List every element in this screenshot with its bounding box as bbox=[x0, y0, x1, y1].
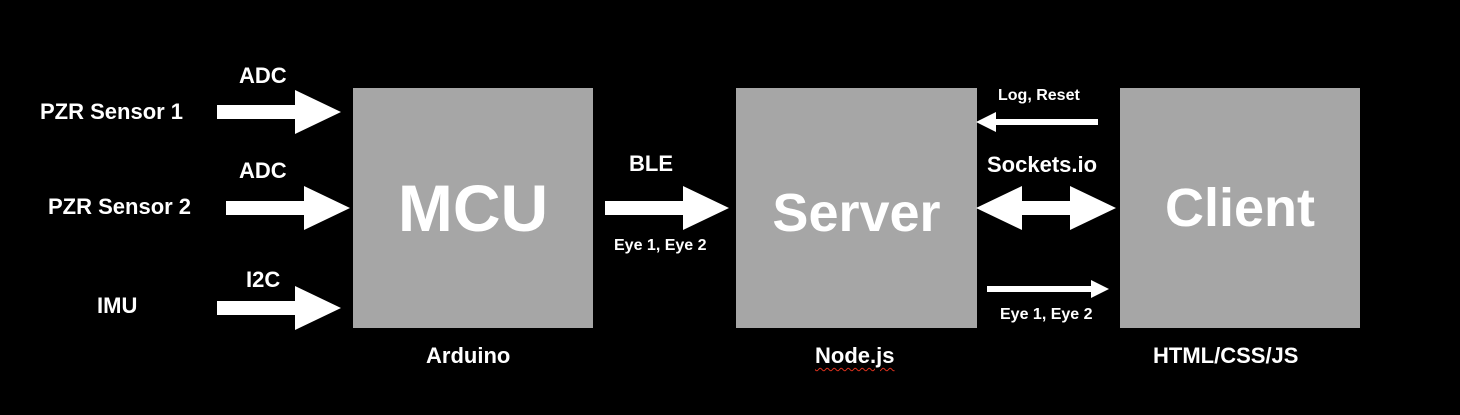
input-label-pzr-sensor-2: PZR Sensor 2 bbox=[48, 194, 192, 219]
input-label-pzr-sensor-1: PZR Sensor 1 bbox=[40, 99, 184, 124]
log-reset-label: Log, Reset bbox=[998, 87, 1080, 104]
arrow-imu-to-mcu bbox=[217, 286, 341, 330]
input-label-imu: IMU bbox=[97, 293, 138, 318]
client-block: Client bbox=[1120, 88, 1360, 328]
arrow-server-client-bidirectional bbox=[976, 186, 1116, 230]
arrow-client-to-server bbox=[976, 112, 1098, 132]
server-to-client-payload-label: Eye 1, Eye 2 bbox=[1000, 306, 1093, 323]
protocol-label-adc-2: ADC bbox=[239, 158, 287, 183]
protocol-label-adc-1: ADC bbox=[239, 63, 287, 88]
ble-protocol-label: BLE bbox=[629, 151, 673, 176]
client-block-title: Client bbox=[1164, 178, 1315, 238]
arrow-sensor-2-to-mcu bbox=[226, 186, 350, 230]
arrow-mcu-to-server bbox=[605, 186, 729, 230]
client-platform-label: HTML/CSS/JS bbox=[1153, 343, 1299, 368]
server-block-title: Server bbox=[772, 183, 941, 243]
arrow-sensor-1-to-mcu bbox=[217, 90, 341, 134]
mcu-block: MCU bbox=[353, 88, 593, 328]
mcu-block-title: MCU bbox=[397, 171, 549, 245]
sockets-io-label: Sockets.io bbox=[987, 152, 1098, 177]
ble-payload-label: Eye 1, Eye 2 bbox=[614, 237, 707, 254]
server-platform-label: Node.js bbox=[815, 343, 895, 368]
server-block: Server bbox=[736, 88, 977, 328]
arrow-server-to-client bbox=[987, 280, 1109, 298]
protocol-label-i2c: I2C bbox=[246, 267, 281, 292]
mcu-platform-label: Arduino bbox=[426, 343, 511, 368]
